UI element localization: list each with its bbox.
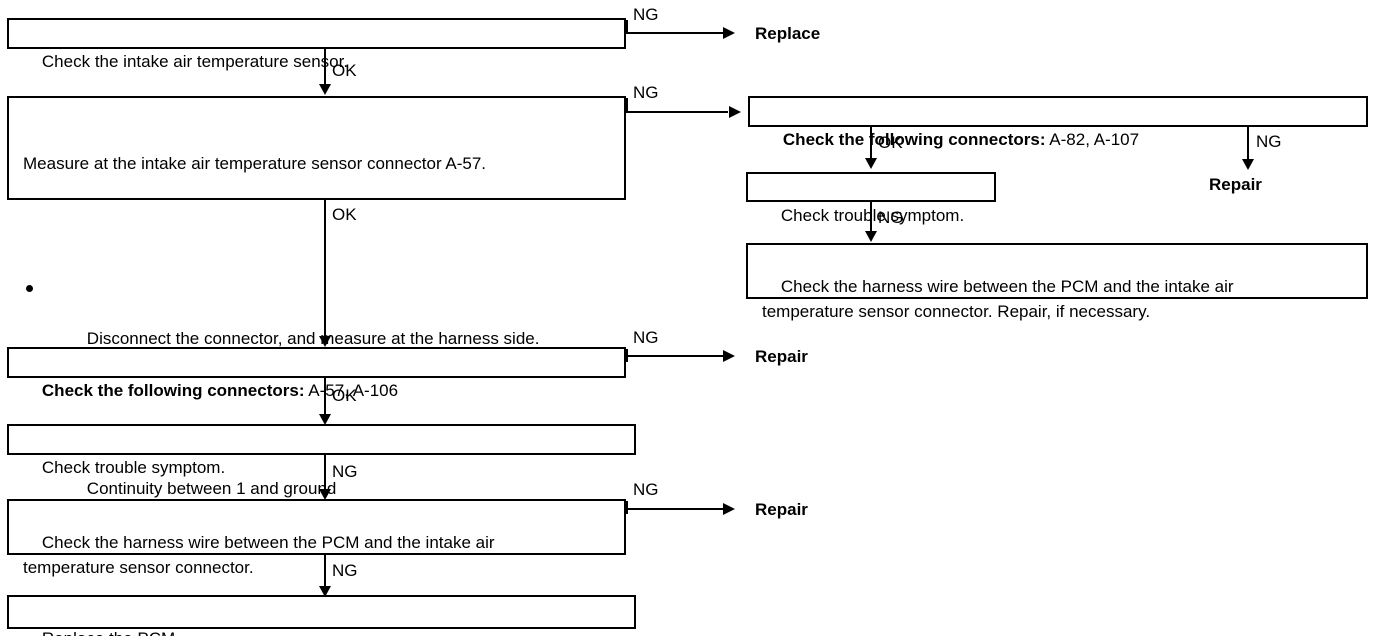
node-check-connectors-a82-heading: Check the following connectors:	[782, 130, 1046, 149]
list-item-label: Continuity between 1 and ground	[86, 479, 337, 498]
arrowhead-ok-1	[319, 84, 331, 95]
arrowhead-ok-4	[319, 414, 331, 425]
edge-label-ng-6: NG	[332, 462, 358, 481]
edge-label-ok-4: OK	[332, 386, 357, 405]
node-measure-at-connector: Measure at the intake air temperature se…	[7, 96, 626, 498]
node-check-trouble-symptom-left: Check trouble symptom.	[7, 424, 636, 477]
connector-ng-1-horizontal	[626, 32, 727, 34]
node-replace-pcm: Replace the PCM.	[7, 595, 636, 636]
connector-ok-1-vertical	[324, 49, 326, 85]
node-check-connectors-a57-a106: Check the following connectors: A-57, A-…	[7, 347, 626, 400]
edge-label-ng-5: NG	[633, 328, 659, 347]
node-check-trouble-symptom-right-label: Check trouble symptom.	[780, 206, 965, 225]
connector-ng-7-horizontal	[626, 508, 727, 510]
node-check-trouble-symptom-right: Check trouble symptom.	[746, 172, 996, 225]
node-check-harness-left: Check the harness wire between the PCM a…	[7, 499, 626, 577]
node-check-connectors-a82-a107: Check the following connectors: A-82, A-…	[748, 96, 1368, 149]
edge-label-ng-4: NG	[878, 208, 904, 227]
edge-label-ng-2: NG	[633, 83, 659, 102]
node-check-harness-left-label: Check the harness wire between the PCM a…	[23, 533, 495, 577]
node-check-sensor-label: Check the intake air temperature sensor.	[41, 52, 349, 71]
arrowhead-ng-3	[1242, 159, 1254, 170]
connector-ng-2-horizontal	[626, 111, 728, 113]
edge-label-ng-1: NG	[633, 5, 659, 24]
connector-ng-7-vertical	[626, 501, 628, 514]
bullet-dot-icon	[26, 285, 33, 292]
arrowhead-ok-3	[319, 336, 331, 347]
edge-label-ok-3: OK	[332, 205, 357, 224]
edge-label-ok-2: OK	[878, 133, 903, 152]
connector-ng-4-vertical	[870, 202, 872, 232]
arrowhead-ok-2	[865, 158, 877, 169]
node-check-harness-right-label: Check the harness wire between the PCM a…	[762, 277, 1234, 321]
node-check-connectors-a57-values: A-57, A-106	[304, 381, 399, 400]
terminal-repair-low: Repair	[755, 500, 808, 519]
node-replace-pcm-label: Replace the PCM.	[42, 629, 180, 636]
list-item: Disconnect the connector, and measure at…	[23, 276, 624, 376]
terminal-repair-mid: Repair	[755, 347, 808, 366]
connector-ng-3-vertical	[1247, 127, 1249, 160]
edge-label-ng-8: NG	[332, 561, 358, 580]
terminal-replace: Replace	[755, 24, 821, 43]
edge-label-ng-3: NG	[1256, 132, 1282, 151]
node-check-connectors-a57-heading: Check the following connectors:	[41, 381, 305, 400]
node-check-trouble-symptom-left-label: Check trouble symptom.	[41, 458, 226, 477]
connector-ng-6-vertical	[324, 455, 326, 490]
node-check-harness-right: Check the harness wire between the PCM a…	[746, 243, 1368, 321]
list-item-label: Disconnect the connector, and measure at…	[86, 329, 540, 348]
connector-ok-2-vertical	[870, 127, 872, 159]
node-check-connectors-a82-values: A-82, A-107	[1045, 130, 1140, 149]
node-check-intake-air-temperature-sensor: Check the intake air temperature sensor.	[7, 18, 626, 71]
arrowhead-ng-1	[723, 27, 735, 39]
arrowhead-ng-8	[319, 586, 331, 597]
connector-ng-1-vertical	[626, 20, 628, 33]
arrowhead-ng-7	[723, 503, 735, 515]
edge-label-ng-7: NG	[633, 480, 659, 499]
arrowhead-ng-5	[723, 350, 735, 362]
node-measure-heading: Measure at the intake air temperature se…	[23, 154, 487, 173]
arrowhead-ng-2	[729, 106, 741, 118]
edge-label-ok-1: OK	[332, 61, 357, 80]
connector-ok-4-vertical	[324, 378, 326, 416]
connector-ng-5-horizontal	[626, 355, 727, 357]
arrowhead-ng-6	[319, 489, 331, 500]
connector-ng-8-vertical	[324, 555, 326, 588]
connector-ok-3-vertical	[324, 200, 326, 341]
terminal-repair-right: Repair	[1209, 175, 1262, 194]
connector-ng-2-vertical	[626, 98, 628, 112]
arrowhead-ng-4	[865, 231, 877, 242]
